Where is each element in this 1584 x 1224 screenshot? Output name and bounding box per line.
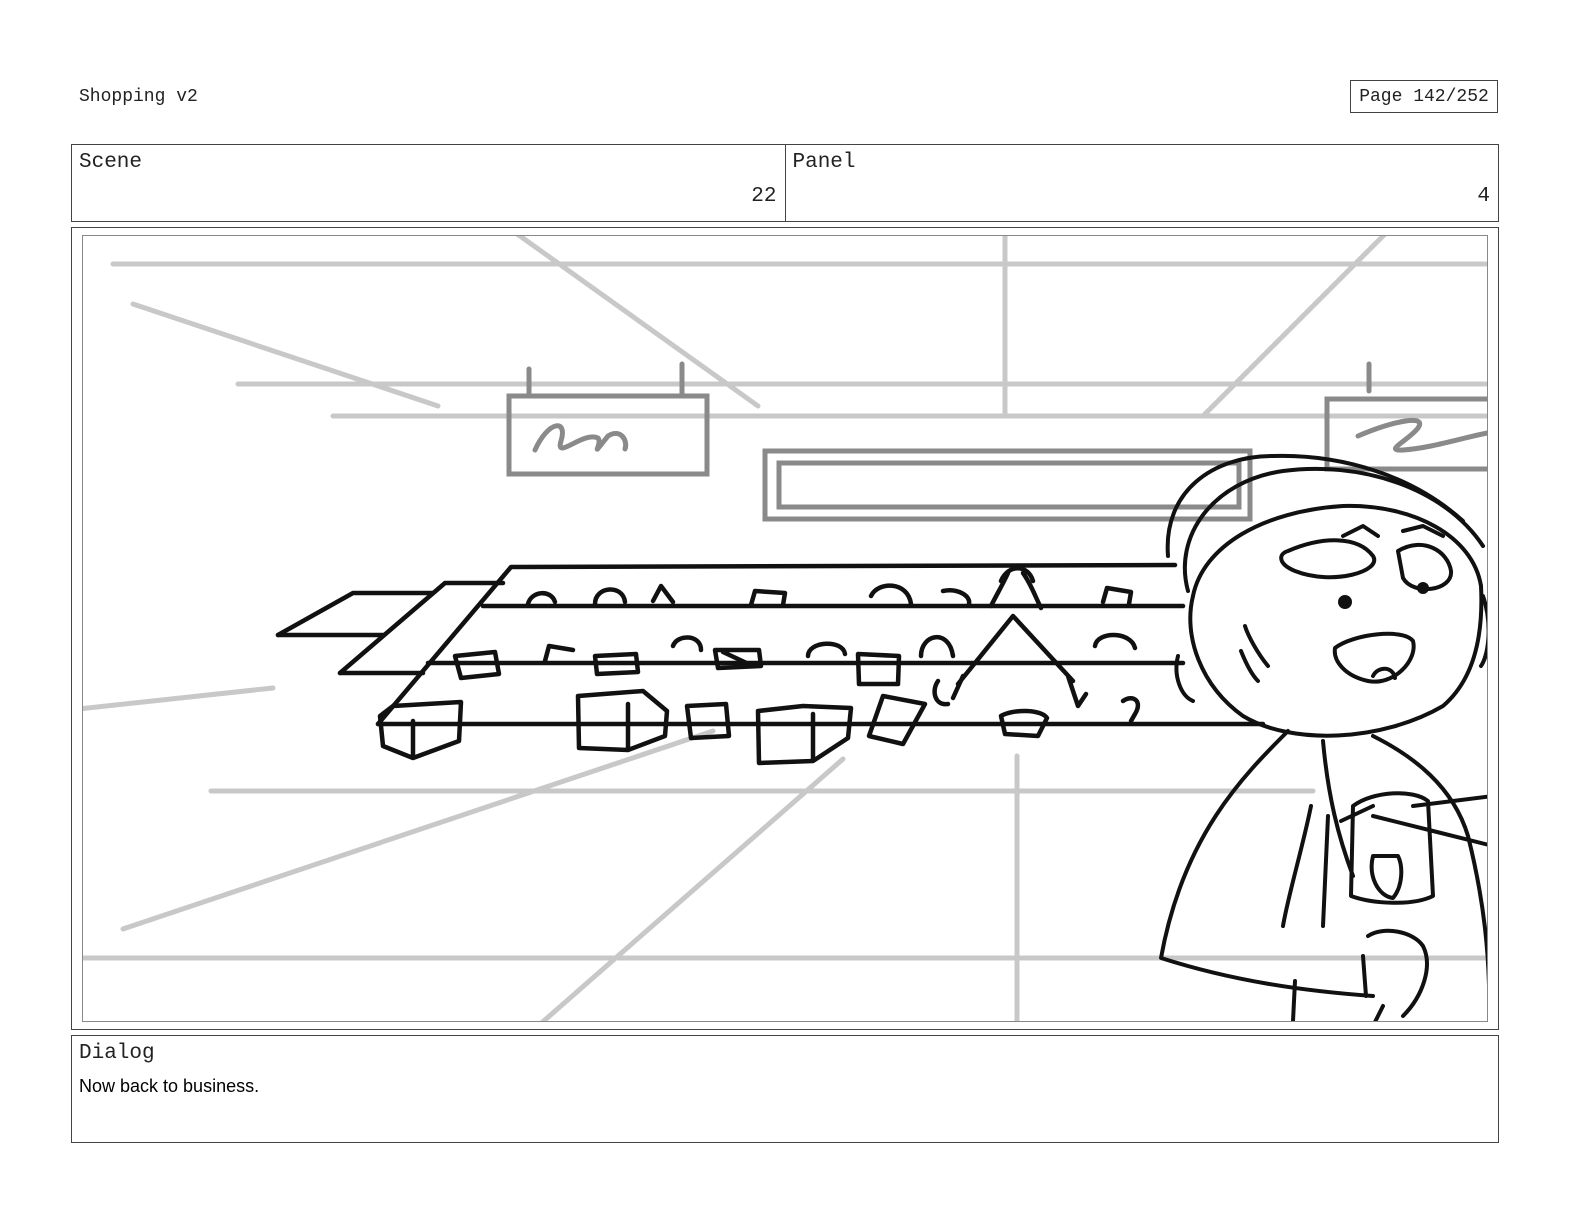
scene-cell: Scene 22 <box>72 145 785 221</box>
dialog-label: Dialog <box>79 1042 155 1065</box>
panel-label: Panel <box>792 151 856 174</box>
dialog-text: Now back to business. <box>79 1076 260 1096</box>
storyboard-frame <box>82 235 1488 1022</box>
document-title: Shopping v2 <box>79 87 198 107</box>
dialog-section: Dialog Now back to business. <box>71 1035 1499 1143</box>
scene-number: 22 <box>751 185 777 208</box>
conveyor-shelves <box>275 562 1266 766</box>
panel-number: 4 <box>1477 185 1490 208</box>
perspective-guides <box>83 236 1487 1021</box>
foreground-character <box>1159 453 1487 1021</box>
page-number-badge: Page 142/252 <box>1350 80 1498 113</box>
scene-panel-info-row: Scene 22 Panel 4 <box>71 144 1499 222</box>
panel-cell: Panel 4 <box>784 145 1499 221</box>
storyboard-frame-outer <box>71 227 1499 1030</box>
scene-label: Scene <box>79 151 143 174</box>
storyboard-sketch <box>83 236 1487 1021</box>
store-signs <box>506 361 1487 522</box>
